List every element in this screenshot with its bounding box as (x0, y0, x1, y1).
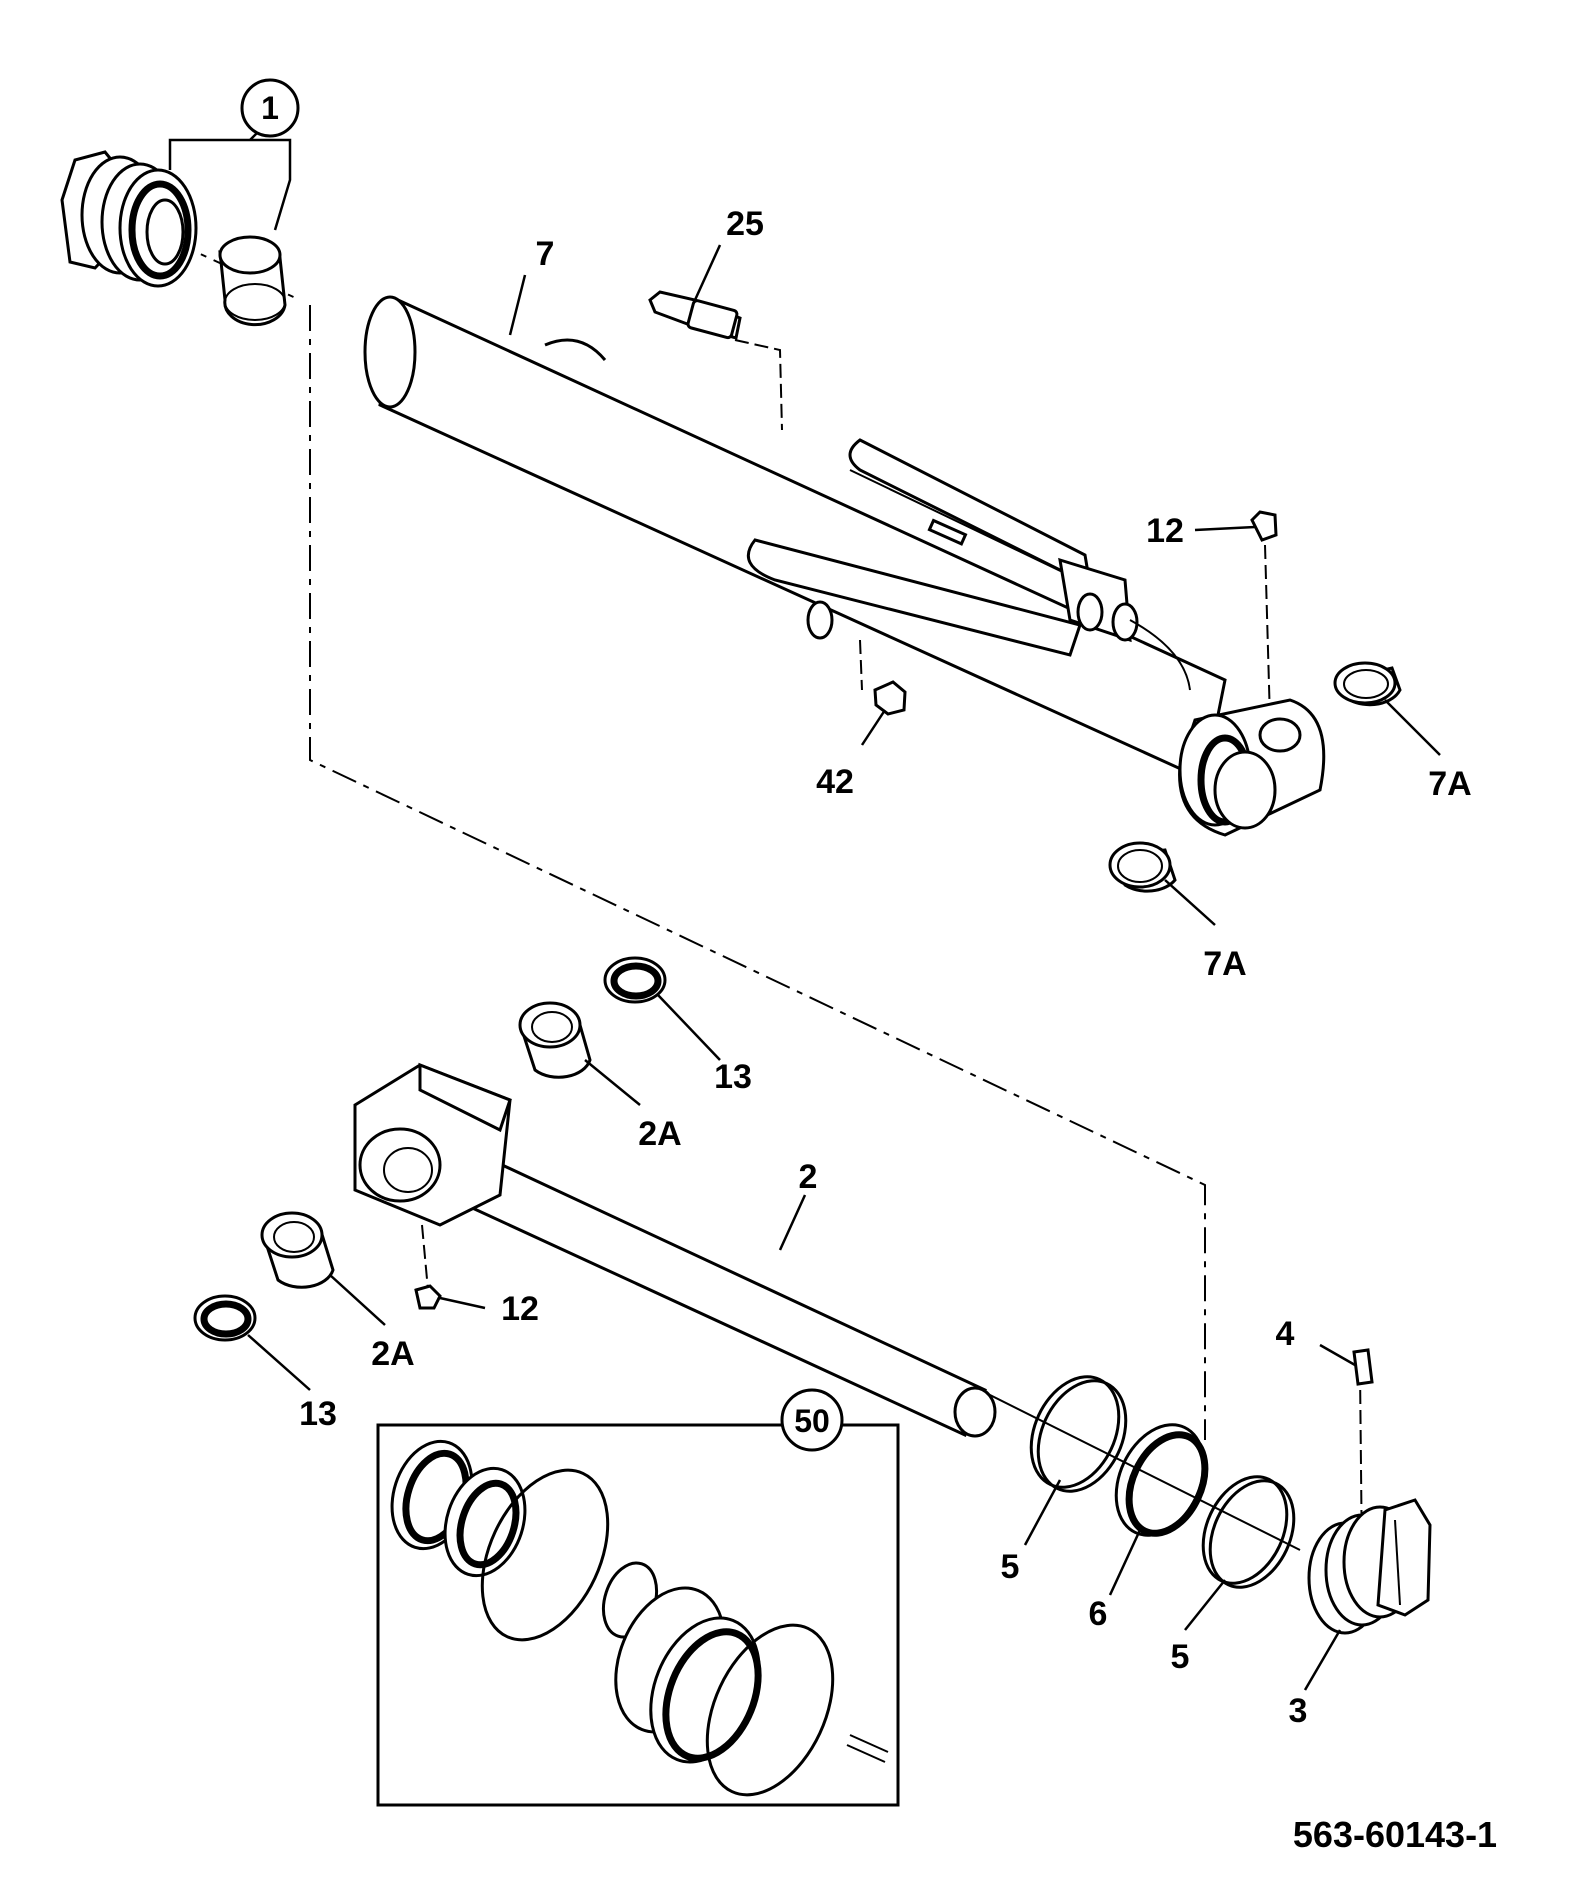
centerlines (169, 239, 1363, 1566)
callout-labels: 1 7 25 12 42 7A 7A 13 2A 2 12 2A 13 4 50… (240, 78, 1497, 1855)
callout-7: 7 (536, 235, 555, 273)
part-2a-bushing-top (518, 1001, 592, 1079)
drawing-number: 563-60143-1 (1293, 1814, 1497, 1855)
part-25-valve-fitting (648, 290, 742, 340)
callout-2a-top: 2A (638, 1115, 681, 1153)
callout-5-left: 5 (1001, 1548, 1020, 1586)
callout-4: 4 (1276, 1315, 1295, 1353)
callout-13-bottom: 13 (299, 1395, 337, 1433)
callout-2: 2 (799, 1158, 818, 1196)
part-7a-bushing-right (1333, 661, 1402, 707)
callout-12-top: 12 (1146, 512, 1184, 550)
barrel-end-clevis (1178, 698, 1326, 837)
callout-7a-bottom: 7A (1203, 945, 1246, 983)
part-4-pin (1352, 1348, 1374, 1386)
part-5-ring-right (1201, 1475, 1296, 1589)
callout-42: 42 (816, 763, 854, 801)
part-13-seal-top (603, 956, 667, 1004)
leader-lines (168, 127, 1441, 1691)
callout-1-circle (240, 78, 300, 138)
part-5-ring-left (1029, 1375, 1128, 1493)
callout-50-circle (780, 1388, 844, 1452)
part-12-grease-fitting-top (1250, 510, 1278, 542)
part-12-grease-fitting-bottom (414, 1284, 442, 1310)
callout-25: 25 (726, 205, 764, 243)
callout-3: 3 (1289, 1692, 1308, 1730)
callout-1: 1 (261, 90, 279, 126)
kit-50-seal-kit (376, 1423, 900, 1807)
part-42-plug (873, 680, 907, 716)
part-2a-bushing-bottom (260, 1211, 335, 1289)
part-6-ring (1114, 1423, 1209, 1537)
callout-2a-bottom: 2A (371, 1335, 414, 1373)
callout-5-right: 5 (1171, 1638, 1190, 1676)
callout-50: 50 (794, 1403, 830, 1439)
part-7a-bushing-bottom (1108, 841, 1177, 893)
callout-12-bottom: 12 (501, 1290, 539, 1328)
part-2-piston-rod (353, 1062, 997, 1438)
part-1-gland-assembly (60, 150, 287, 327)
callout-6: 6 (1089, 1595, 1108, 1633)
part-7-cylinder-barrel (363, 295, 1227, 783)
callout-7a-right: 7A (1428, 765, 1471, 803)
callout-13-top: 13 (714, 1058, 752, 1096)
part-13-seal-bottom (193, 1294, 257, 1342)
part-3-head (1307, 1498, 1432, 1635)
